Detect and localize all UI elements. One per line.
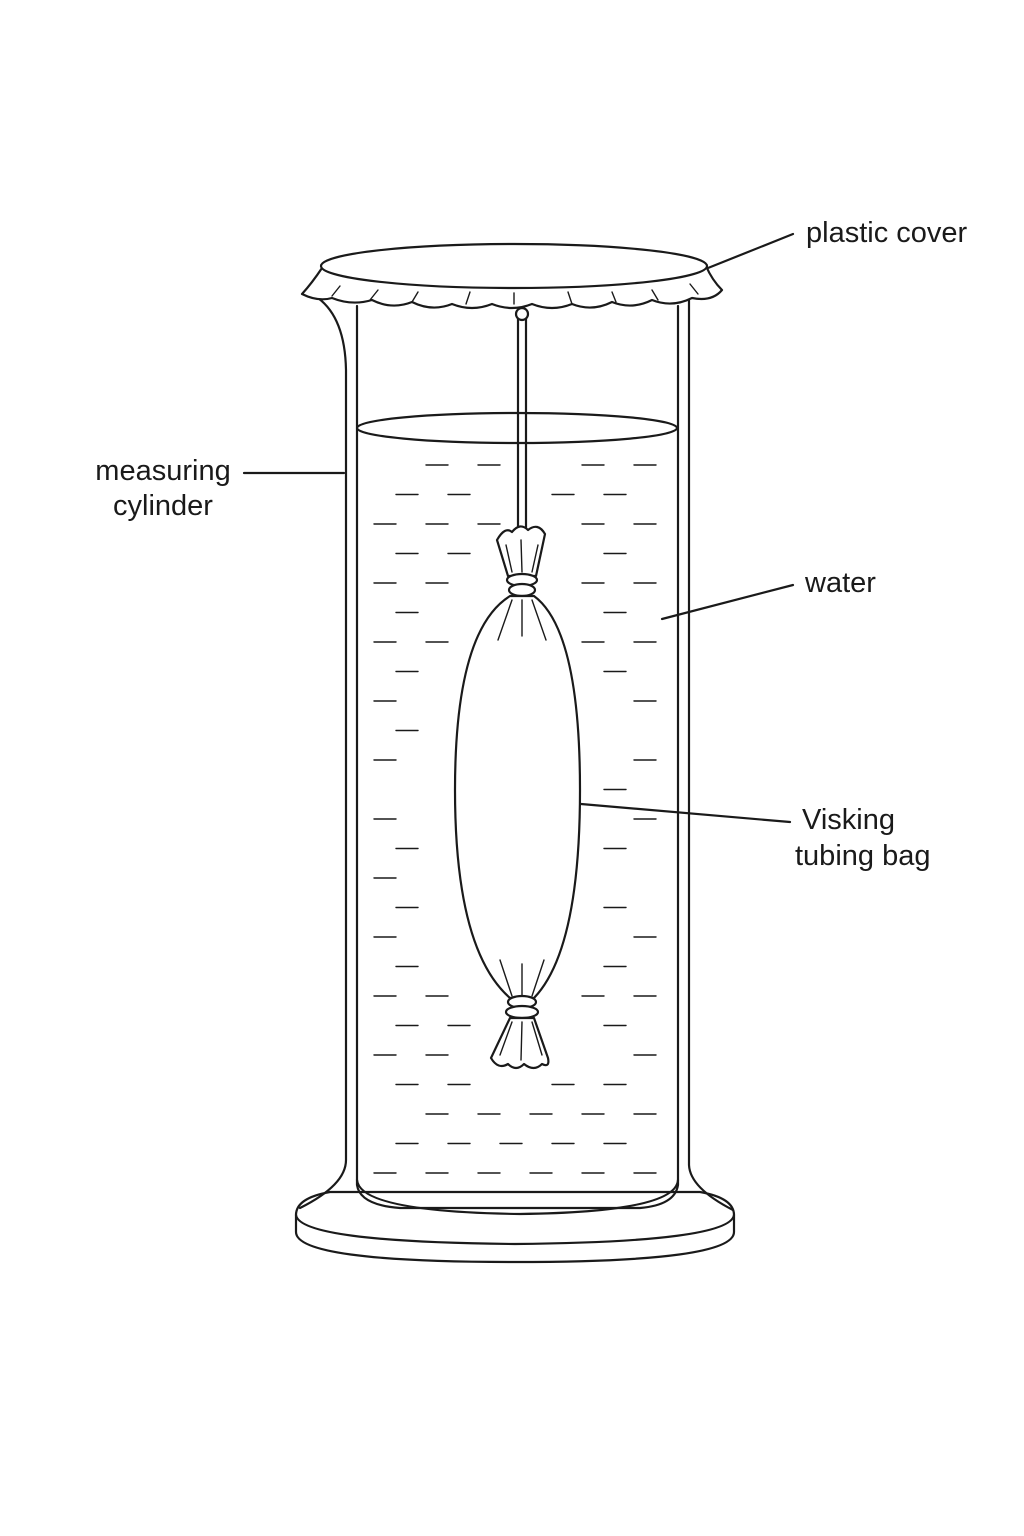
thread bbox=[514, 306, 530, 532]
measuring-cylinder bbox=[298, 296, 735, 1216]
visking-leader bbox=[579, 802, 792, 824]
label-plastic-cover: plastic cover bbox=[806, 217, 968, 249]
label-visking-line2: tubing bag bbox=[795, 840, 930, 872]
label-measuring-cylinder-line1: measuring bbox=[95, 455, 230, 487]
visking-tubing-bag bbox=[453, 525, 582, 1070]
label-measuring-cylinder-line2: cylinder bbox=[113, 490, 213, 522]
plastic-cover bbox=[300, 242, 724, 310]
label-water: water bbox=[804, 567, 876, 599]
water-leader bbox=[660, 583, 795, 621]
plastic-cover-leader bbox=[706, 232, 795, 270]
water-dashes bbox=[373, 464, 657, 1174]
cylinder-base bbox=[294, 1190, 736, 1264]
label-visking-line1: Visking bbox=[802, 804, 895, 836]
leader-lines bbox=[242, 232, 795, 824]
